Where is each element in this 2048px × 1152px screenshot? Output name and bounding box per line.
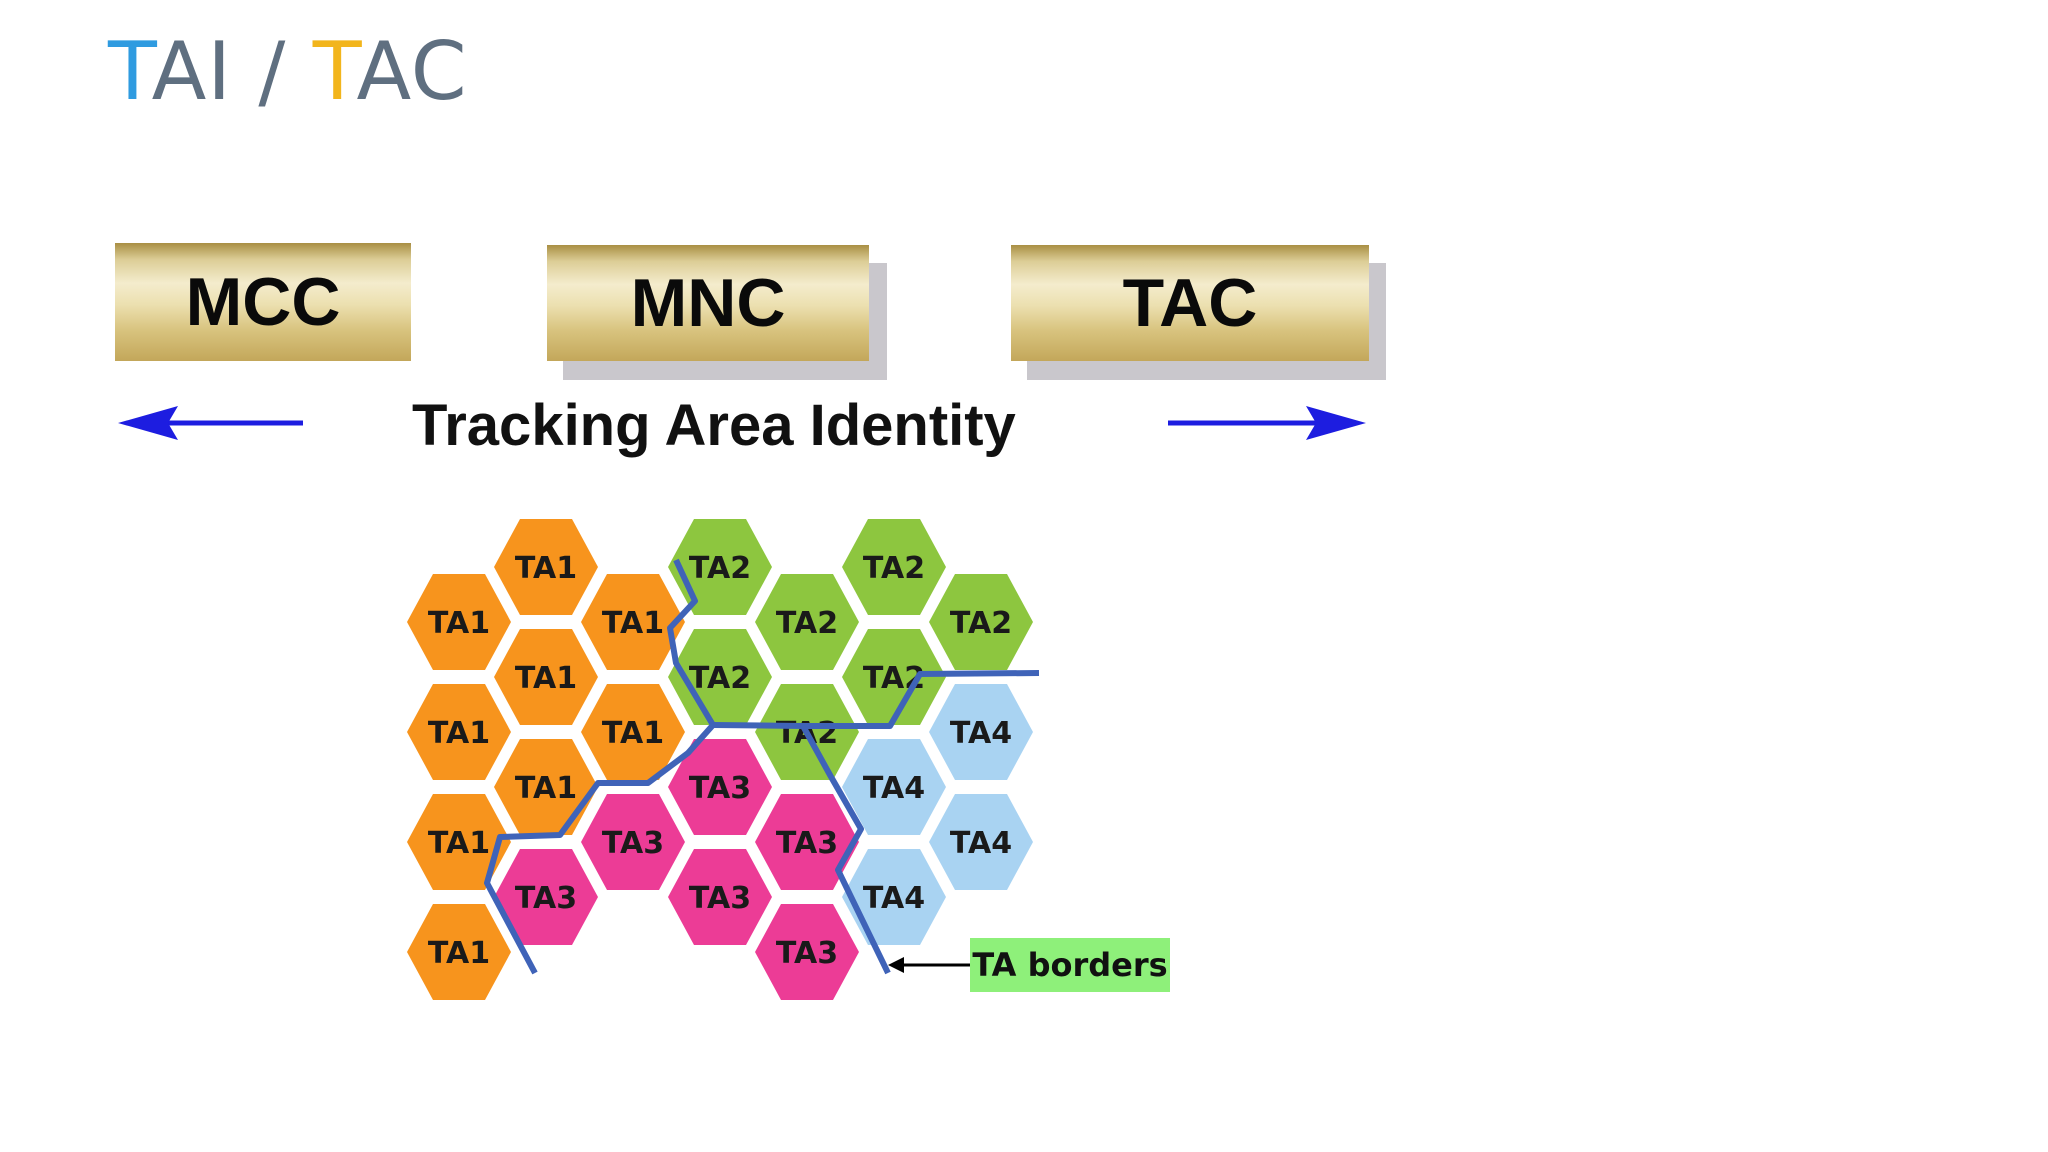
hex-shape <box>581 684 685 780</box>
hex-shape <box>929 684 1033 780</box>
hex-cell-label: TA4 <box>950 826 1012 861</box>
ta-borders-label: TA borders <box>972 946 1167 984</box>
hex-cell-label: TA3 <box>515 881 577 916</box>
title-part-ac: AC <box>356 25 468 118</box>
hex-cell-ta4: TA4 <box>842 849 946 945</box>
hex-cell-label: TA3 <box>602 826 664 861</box>
right-arrow-icon <box>1168 406 1366 440</box>
hex-cell-ta3: TA3 <box>668 849 772 945</box>
hex-cell-ta1: TA1 <box>494 519 598 615</box>
hex-cell-label: TA1 <box>515 771 577 806</box>
hex-cell-ta1: TA1 <box>581 684 685 780</box>
hex-shape <box>668 629 772 725</box>
hex-shape <box>842 739 946 835</box>
hex-cell-ta1: TA1 <box>581 574 685 670</box>
hex-shape <box>407 904 511 1000</box>
field-mcc-label: MCC <box>115 243 411 361</box>
hex-cell-ta2: TA2 <box>668 629 772 725</box>
hex-cell-label: TA1 <box>428 606 490 641</box>
hex-cell-label: TA1 <box>602 716 664 751</box>
hex-cell-ta3: TA3 <box>755 904 859 1000</box>
hex-cell-ta1: TA1 <box>407 904 511 1000</box>
hex-shape <box>929 794 1033 890</box>
tracking-area-map: TA1TA1TA1TA1TA1TA1TA1TA3TA1TA1TA3TA2TA2T… <box>407 519 1170 1000</box>
hex-shape <box>581 574 685 670</box>
field-tac-label: TAC <box>1011 245 1369 361</box>
hex-cell-ta2: TA2 <box>668 519 772 615</box>
field-mnc-label: MNC <box>547 245 869 361</box>
hex-cell-ta1: TA1 <box>407 794 511 890</box>
title-letter-t2: T <box>312 25 357 118</box>
title-letter-t1: T <box>108 25 152 118</box>
cells-layer: TA1TA1TA1TA1TA1TA1TA1TA3TA1TA1TA3TA2TA2T… <box>407 519 1033 1000</box>
hex-shape <box>929 574 1033 670</box>
hex-cell-ta1: TA1 <box>494 629 598 725</box>
hex-shape <box>668 849 772 945</box>
ta-border-line-3 <box>803 670 1040 729</box>
hex-cell-ta3: TA3 <box>581 794 685 890</box>
field-mnc: MNC <box>547 245 887 380</box>
hex-cell-label: TA1 <box>428 716 490 751</box>
hex-cell-ta1: TA1 <box>494 739 598 835</box>
hex-shape <box>842 849 946 945</box>
hex-shape <box>842 629 946 725</box>
hex-cell-label: TA2 <box>689 551 751 586</box>
hex-cell-ta3: TA3 <box>494 849 598 945</box>
field-tac: TAC <box>1011 245 1386 380</box>
hex-cell-ta2: TA2 <box>755 574 859 670</box>
hex-cell-ta4: TA4 <box>929 684 1033 780</box>
hex-shape <box>407 684 511 780</box>
hex-cell-label: TA3 <box>776 936 838 971</box>
hex-cell-ta4: TA4 <box>842 739 946 835</box>
hex-cell-label: TA1 <box>602 606 664 641</box>
ta-border-line-1 <box>484 558 716 975</box>
hex-cell-label: TA2 <box>863 551 925 586</box>
hex-shape <box>494 629 598 725</box>
hex-cell-ta2: TA2 <box>929 574 1033 670</box>
hex-shape <box>668 739 772 835</box>
hex-shape <box>842 519 946 615</box>
hex-cell-ta3: TA3 <box>755 794 859 890</box>
hex-cell-label: TA4 <box>950 716 1012 751</box>
page-title: TAI / TAC <box>108 22 468 122</box>
hex-cell-label: TA1 <box>428 936 490 971</box>
hex-shape <box>755 794 859 890</box>
hex-cell-ta4: TA4 <box>929 794 1033 890</box>
left-arrow-icon <box>118 406 303 440</box>
hex-shape <box>755 904 859 1000</box>
hex-cell-ta1: TA1 <box>407 684 511 780</box>
hex-cell-ta1: TA1 <box>407 574 511 670</box>
ta-border-line-2 <box>712 722 891 975</box>
hex-cell-label: TA3 <box>689 881 751 916</box>
hex-cell-label: TA3 <box>776 826 838 861</box>
field-mcc: MCC <box>115 243 411 361</box>
hex-cell-label: TA1 <box>515 551 577 586</box>
ta-borders-label-box <box>970 938 1170 992</box>
hex-shape <box>668 519 772 615</box>
hex-cell-ta2: TA2 <box>842 519 946 615</box>
hex-shape <box>494 849 598 945</box>
hex-cell-ta2: TA2 <box>842 629 946 725</box>
tracking-area-identity-label: Tracking Area Identity <box>412 393 1016 458</box>
hex-cell-label: TA2 <box>950 606 1012 641</box>
hex-shape <box>755 574 859 670</box>
hex-cell-label: TA4 <box>863 881 925 916</box>
hex-cell-label: TA2 <box>689 661 751 696</box>
hex-cell-label: TA3 <box>689 771 751 806</box>
hex-shape <box>494 519 598 615</box>
hex-cell-label: TA2 <box>776 606 838 641</box>
hex-shape <box>407 574 511 670</box>
hex-cell-label: TA4 <box>863 771 925 806</box>
hex-shape <box>581 794 685 890</box>
hex-cell-ta3: TA3 <box>668 739 772 835</box>
hex-shape <box>494 739 598 835</box>
ta-border-pointer-head <box>888 957 904 973</box>
hex-cell-label: TA1 <box>428 826 490 861</box>
hex-cell-label: TA1 <box>515 661 577 696</box>
hex-shape <box>407 794 511 890</box>
title-part-ai: AI / <box>151 25 313 118</box>
